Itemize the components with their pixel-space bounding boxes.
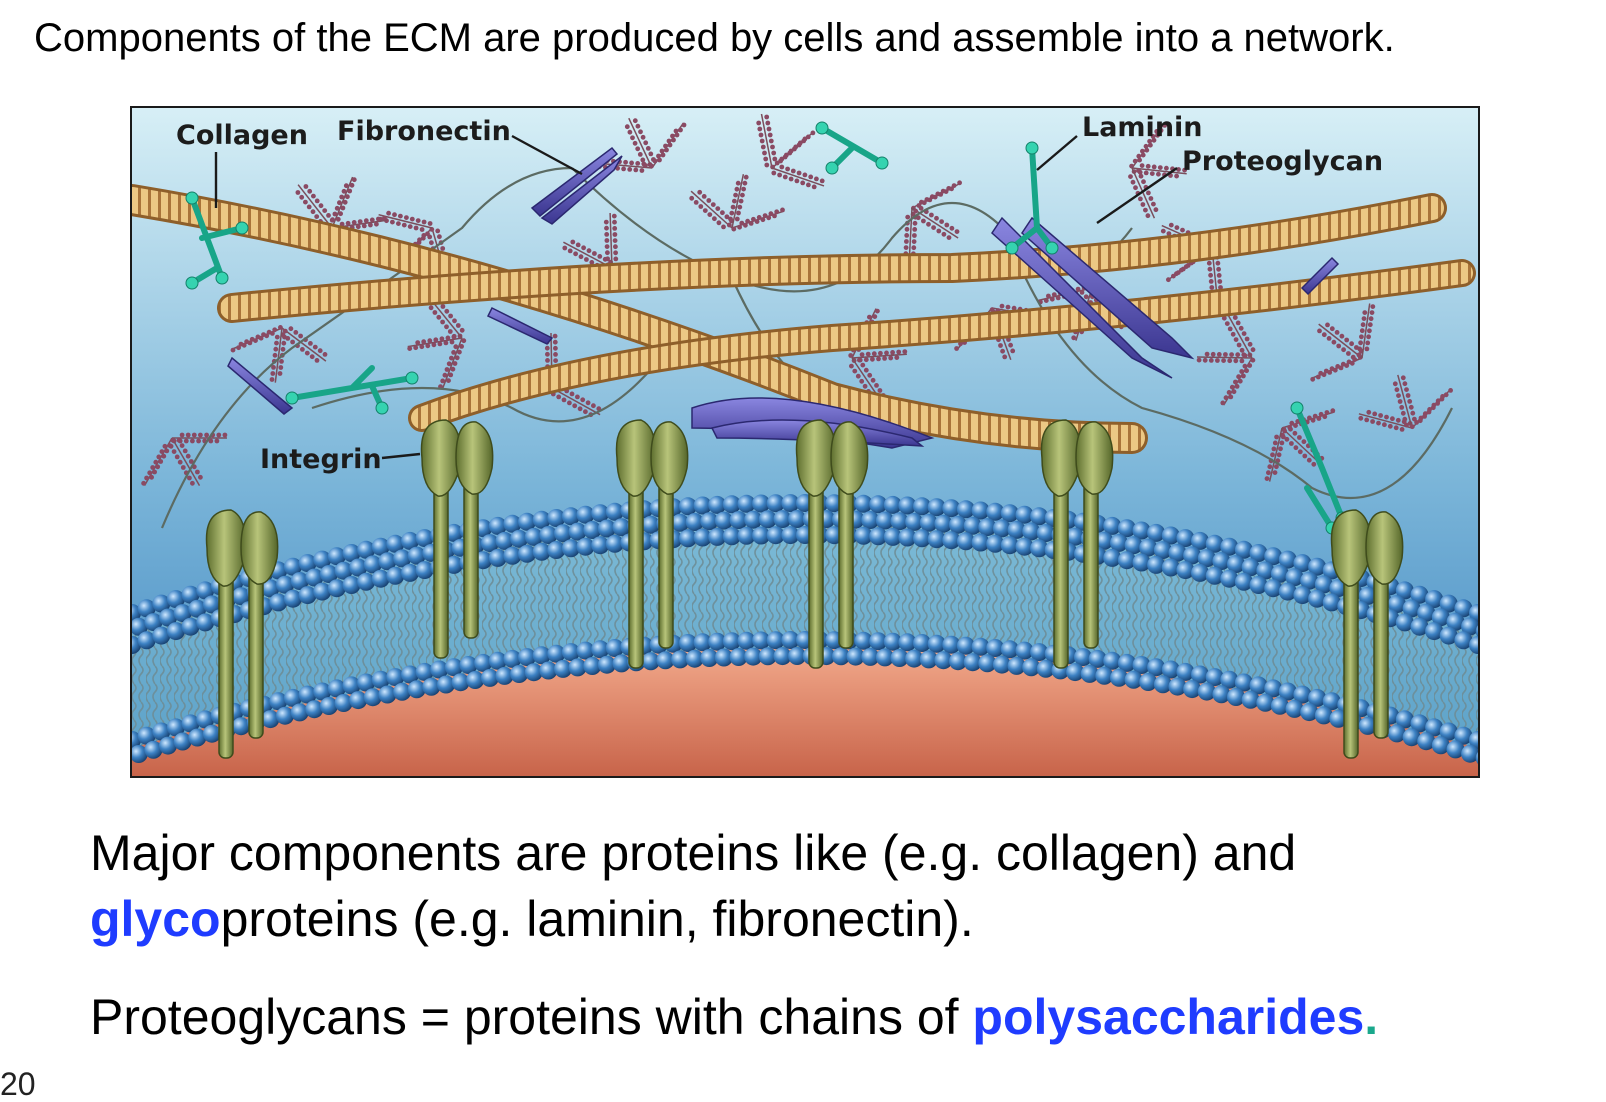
page-number: 20 bbox=[0, 1066, 36, 1102]
label-fibronectin: Fibronectin bbox=[337, 116, 511, 147]
fibronectin-molecules bbox=[227, 146, 1340, 449]
label-integrin: Integrin bbox=[260, 444, 382, 475]
label-proteoglycan: Proteoglycan bbox=[1182, 146, 1383, 177]
integrin-proteins bbox=[205, 419, 1404, 759]
highlight-glyco: glyco bbox=[90, 891, 221, 947]
label-collagen: Collagen bbox=[176, 120, 308, 151]
highlight-polysaccharides: polysaccharides bbox=[972, 989, 1365, 1045]
body-line-glycoproteins: glycoproteins (e.g. laminin, fibronectin… bbox=[90, 886, 974, 952]
proteoglycans-start: Proteoglycans = proteins with chains of bbox=[90, 989, 973, 1045]
trailing-period: . bbox=[1364, 989, 1379, 1045]
glycoproteins-rest: proteins (e.g. laminin, fibronectin). bbox=[220, 891, 974, 947]
body-line-proteoglycans: Proteoglycans = proteins with chains of … bbox=[90, 984, 1378, 1050]
label-laminin: Laminin bbox=[1082, 112, 1203, 143]
slide-title: Components of the ECM are produced by ce… bbox=[34, 16, 1395, 60]
body-line-proteins: Major components are proteins like (e.g.… bbox=[90, 825, 1297, 881]
ecm-diagram: Collagen Fibronectin Laminin Proteoglyca… bbox=[130, 106, 1480, 778]
leader-lines bbox=[214, 134, 1178, 460]
ecm-illustration: Collagen Fibronectin Laminin Proteoglyca… bbox=[132, 108, 1478, 776]
collagen-fibers bbox=[132, 184, 1476, 454]
